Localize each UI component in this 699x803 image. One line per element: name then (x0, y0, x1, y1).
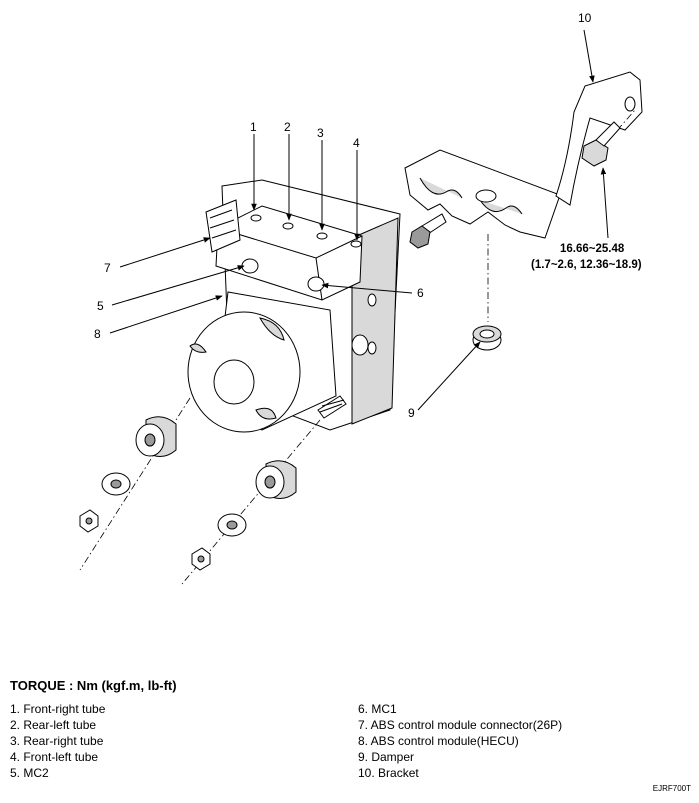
leader-8 (109, 295, 223, 334)
legend-item: 7. ABS control module connector(26P) (358, 718, 563, 732)
legend-item: 4. Front-left tube (10, 750, 99, 764)
legend-item: 8. ABS control module(HECU) (358, 734, 519, 748)
legend-item: 10. Bracket (358, 766, 419, 780)
mount-hardware (79, 397, 321, 585)
legend-left-column: 1. Front-right tube 2. Rear-left tube 3.… (10, 701, 105, 781)
legend-item: 2. Rear-left tube (10, 718, 97, 732)
leader-10 (583, 29, 595, 83)
callout-9: 9 (408, 406, 415, 420)
abs-exploded-diagram: 1 2 3 4 5 6 7 8 9 10 16.66~25.48 (1.7~2.… (79, 11, 643, 585)
torque-value-alt: (1.7~2.6, 12.36~18.9) (531, 259, 642, 271)
legend-right-column: 6. MC1 7. ABS control module connector(2… (358, 701, 562, 781)
torque-spec: 16.66~25.48 (1.7~2.6, 12.36~18.9) (531, 243, 642, 271)
leader-lines (109, 29, 609, 411)
callout-5: 5 (97, 299, 104, 313)
callout-1: 1 (250, 120, 257, 134)
legend-item: 6. MC1 (358, 702, 397, 716)
hecu-assembly (187, 179, 401, 433)
leader-7 (119, 237, 211, 268)
leader-torque (600, 167, 609, 239)
leader-9 (417, 341, 481, 411)
bracket (404, 71, 643, 239)
callout-6: 6 (417, 286, 424, 300)
legend-item: 5. MC2 (10, 766, 49, 780)
callout-10: 10 (578, 11, 592, 25)
bracket-bolt-right (581, 109, 636, 167)
callout-2: 2 (284, 120, 291, 134)
legend-item: 1. Front-right tube (10, 702, 106, 716)
figure-code: EJRF700T (652, 784, 691, 793)
torque-value-nm: 16.66~25.48 (560, 243, 625, 255)
leader-5 (111, 265, 245, 306)
torque-heading: TORQUE : Nm (kgf.m, lb-ft) (10, 678, 177, 693)
callout-3: 3 (317, 126, 324, 140)
leader-6 (321, 282, 413, 294)
callout-7: 7 (104, 261, 111, 275)
callout-8: 8 (94, 327, 101, 341)
callout-4: 4 (353, 136, 360, 150)
bracket-bolt-left (409, 213, 447, 249)
damper (472, 234, 502, 351)
legend-item: 9. Damper (358, 750, 415, 764)
legend-item: 3. Rear-right tube (10, 734, 104, 748)
callout-numbers: 1 2 3 4 5 6 7 8 9 10 (94, 11, 592, 420)
